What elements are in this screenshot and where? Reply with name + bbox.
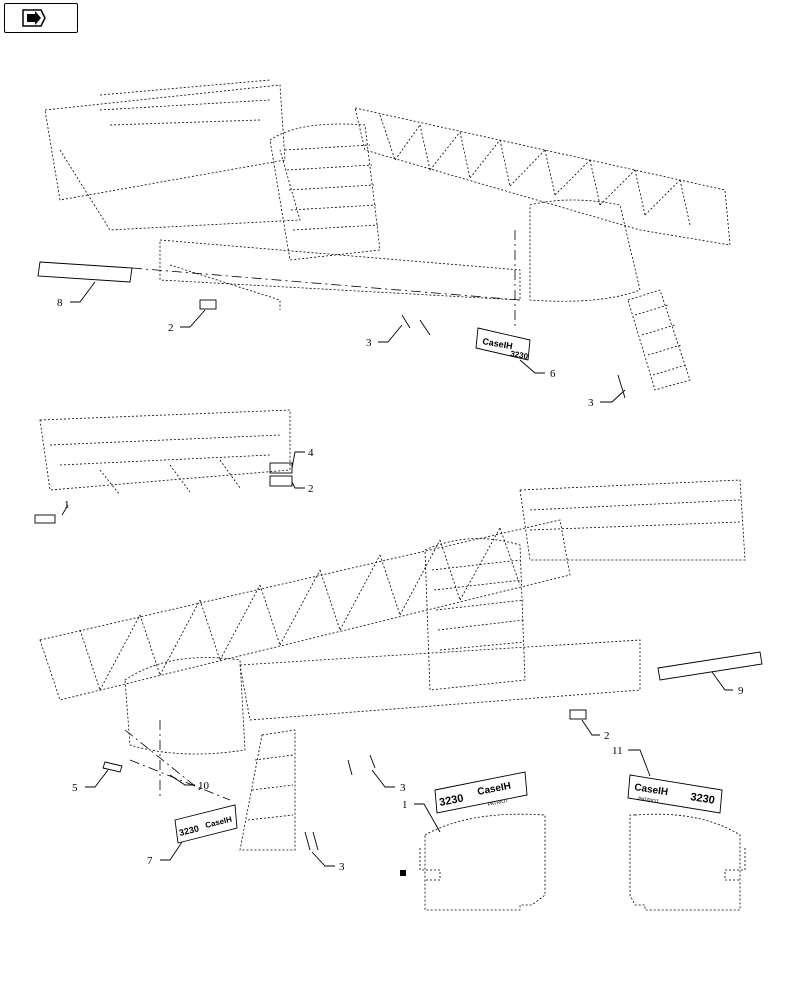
decal-subtitle-text-1: PATRIOT (487, 798, 509, 808)
callout-3-bottom-mid: 3 (400, 782, 406, 794)
callout-3-right: 3 (588, 397, 594, 409)
tank-panel-left: 3230 CaseIH PATRIOT (400, 771, 546, 911)
callout-3-top: 3 (366, 337, 372, 349)
decal-model-text-11: 3230 (690, 791, 716, 807)
decal-model-text-7: 3230 (178, 823, 200, 838)
callout-2-side: 2 (308, 483, 314, 495)
callouts: 8 2 3 6 3 4 2 1 9 2 3 5 10 (57, 281, 744, 873)
callout-10: 10 (198, 780, 210, 792)
side-detail-view (39, 409, 291, 496)
top-machine-view: CaseIH 3230 (34, 79, 731, 524)
decal-brand-text-top: CaseIH (482, 336, 514, 351)
nav-forward-button[interactable] (4, 3, 78, 33)
callout-7: 7 (147, 855, 153, 867)
callout-3-bottom: 3 (339, 861, 345, 873)
callout-11: 11 (612, 745, 623, 757)
callout-8: 8 (57, 297, 63, 309)
decal-brand-text-11: CaseIH (634, 782, 669, 798)
callout-9: 9 (738, 685, 744, 697)
bottom-machine-view: 3230 CaseIH (39, 479, 763, 851)
callout-6: 6 (550, 368, 556, 380)
callout-2-top: 2 (168, 322, 174, 334)
decal-model-text-1: 3230 (438, 792, 464, 808)
callout-5: 5 (72, 782, 78, 794)
tank-panel-right: CaseIH 3230 PATRIOT (627, 774, 746, 911)
decal-subtitle-text-11: PATRIOT (638, 796, 660, 805)
decal-brand-text-1: CaseIH (476, 781, 511, 798)
decal-model-text-top: 3230 (510, 349, 530, 361)
arrow-right-in-box-icon (22, 9, 46, 27)
callout-2-bottom: 2 (604, 730, 610, 742)
callout-1-left: 1 (64, 499, 70, 511)
decal-brand-text-7: CaseIH (204, 815, 233, 830)
callout-4: 4 (308, 447, 314, 459)
callout-1-bottom: 1 (402, 799, 408, 811)
